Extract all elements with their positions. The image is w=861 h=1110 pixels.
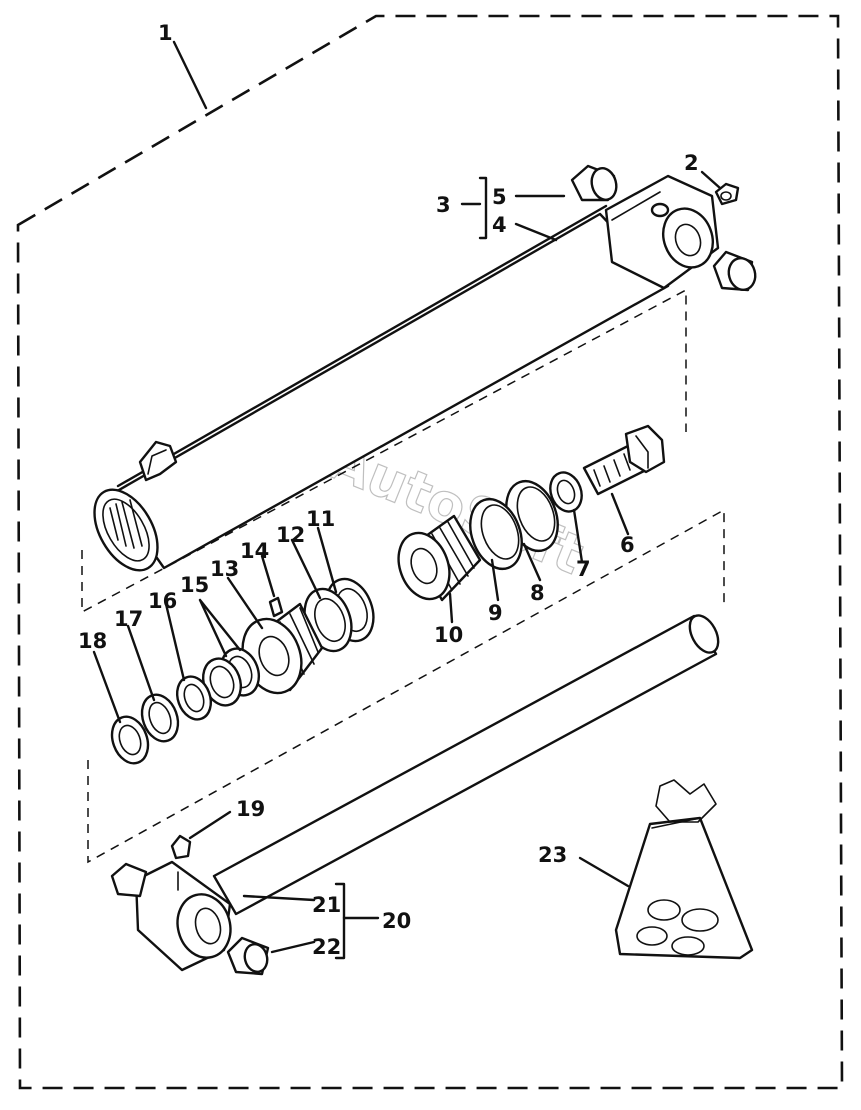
callout-13: 13 xyxy=(210,557,239,581)
callout-20: 20 xyxy=(382,909,411,933)
wiper-seal xyxy=(110,715,150,765)
guide-box-lower xyxy=(87,508,725,864)
leader-lines xyxy=(92,40,722,960)
callout-17: 17 xyxy=(114,607,143,631)
kit-boundary xyxy=(16,14,844,1090)
bushing-rod-right xyxy=(226,936,270,976)
seal-kit-bag xyxy=(614,779,754,960)
callout-6: 6 xyxy=(620,533,635,557)
seal-ring-16 xyxy=(175,675,213,721)
callout-4: 4 xyxy=(492,213,507,237)
set-screw xyxy=(268,596,284,618)
callout-14: 14 xyxy=(240,539,269,563)
callout-11: 11 xyxy=(306,507,335,531)
barrel-tube xyxy=(93,204,670,572)
piston-seal-ring xyxy=(469,497,523,571)
callout-9: 9 xyxy=(488,601,503,625)
piston-rod xyxy=(212,614,720,916)
guide-box-upper xyxy=(81,288,687,614)
callout-10: 10 xyxy=(434,623,463,647)
grease-fitting-upper xyxy=(714,182,740,206)
callout-21: 21 xyxy=(312,893,341,917)
rod-eye xyxy=(134,860,232,972)
callout-1: 1 xyxy=(158,21,173,45)
callout-15: 15 xyxy=(180,573,209,597)
bushing-upper xyxy=(570,164,618,202)
callout-19: 19 xyxy=(236,797,265,821)
barrel-head xyxy=(604,174,720,290)
washer xyxy=(549,471,583,513)
bushing-right xyxy=(712,250,757,292)
callout-23: 23 xyxy=(538,843,567,867)
piston xyxy=(397,514,482,602)
seal-ring-17 xyxy=(140,693,180,743)
callout-8: 8 xyxy=(530,581,545,605)
callout-18: 18 xyxy=(78,629,107,653)
callout-5: 5 xyxy=(492,185,507,209)
callout-16: 16 xyxy=(148,589,177,613)
bushing-rod-left xyxy=(110,862,148,898)
grease-fitting-rod xyxy=(170,834,192,860)
callout-22: 22 xyxy=(312,935,341,959)
callout-3: 3 xyxy=(436,193,451,217)
callout-7: 7 xyxy=(576,557,591,581)
bolt xyxy=(582,424,666,496)
callout-12: 12 xyxy=(276,523,305,547)
callout-2: 2 xyxy=(684,151,699,175)
